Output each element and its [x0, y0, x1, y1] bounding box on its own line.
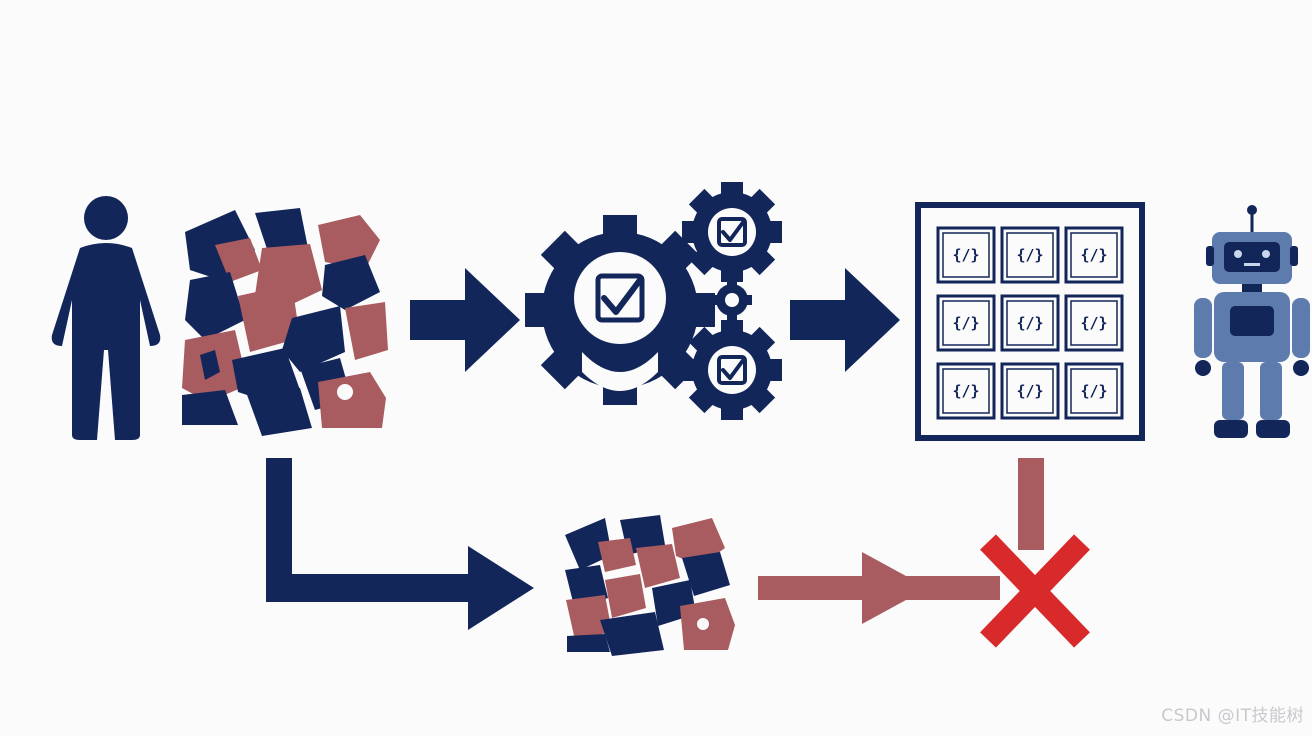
code-cell: {/} — [936, 226, 996, 284]
red-x-icon — [980, 534, 1090, 648]
data-pile-icon — [182, 208, 388, 436]
person-icon — [51, 196, 161, 440]
code-cell: {/} — [1064, 226, 1124, 284]
code-grid-icon: {/} {/} {/} {/} {/} {/} {/} {/} {/} — [915, 202, 1145, 441]
code-cell: {/} — [1064, 362, 1124, 420]
code-grid-down-connector — [1018, 458, 1044, 550]
code-cell-label: {/} — [1016, 382, 1043, 400]
code-cell-label: {/} — [952, 314, 979, 332]
rejected-path-arrow — [758, 552, 1000, 624]
arrow-to-gears — [410, 268, 520, 372]
code-cell-label: {/} — [1080, 382, 1107, 400]
code-cell-label: {/} — [1016, 246, 1043, 264]
code-cell: {/} — [936, 362, 996, 420]
code-cell-label: {/} — [952, 246, 979, 264]
code-cell-label: {/} — [952, 382, 979, 400]
small-data-pile-icon — [565, 515, 735, 656]
lower-path-arrow — [266, 458, 534, 630]
code-cell: {/} — [1000, 226, 1060, 284]
code-cell: {/} — [1000, 362, 1060, 420]
code-cell-label: {/} — [1080, 314, 1107, 332]
robot-icon — [1194, 205, 1310, 438]
code-cell: {/} — [1000, 294, 1060, 352]
code-cell: {/} — [936, 294, 996, 352]
gears-checklist-icon — [525, 182, 782, 420]
code-cell-label: {/} — [1016, 314, 1043, 332]
arrow-to-code-grid — [790, 268, 900, 372]
code-cell: {/} — [1064, 294, 1124, 352]
watermark: CSDN @IT技能树 — [1161, 706, 1304, 726]
code-cell-label: {/} — [1080, 246, 1107, 264]
